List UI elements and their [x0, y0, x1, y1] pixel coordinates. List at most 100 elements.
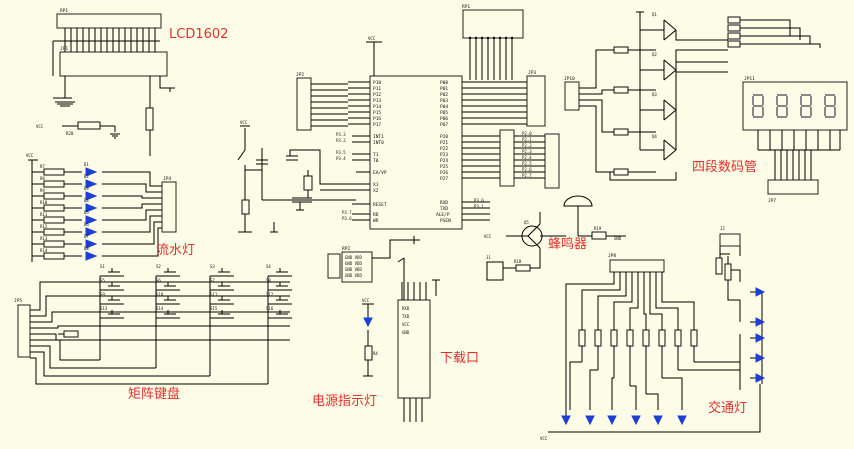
rp-top-ref: RP1	[462, 4, 470, 10]
svg-text:P16: P16	[373, 116, 381, 122]
svg-text:P3.6: P3.6	[342, 216, 352, 221]
power-led-label: 电源指示灯	[312, 394, 377, 409]
svg-text:P10: P10	[373, 80, 381, 86]
svg-text:WR: WR	[373, 218, 379, 224]
rp-top-body	[462, 9, 524, 39]
svg-text:P03: P03	[440, 98, 448, 104]
svg-text:D1: D1	[84, 162, 89, 167]
svg-text:S8: S8	[266, 278, 271, 283]
svg-text:P00: P00	[440, 80, 448, 86]
seven-seg-label: 四段数码管	[692, 160, 757, 175]
lcd-header-ref: JP1	[60, 46, 68, 52]
svg-text:P27: P27	[440, 176, 448, 182]
svg-text:EA/VP: EA/VP	[373, 170, 387, 176]
rp-top-block: RP1 JP3	[462, 4, 546, 127]
svg-text:R7: R7	[40, 164, 45, 169]
svg-text:INT0: INT0	[373, 140, 384, 146]
svg-text:P21: P21	[440, 140, 448, 146]
svg-text:P3.5: P3.5	[336, 150, 346, 155]
lcd-module-outline	[56, 13, 162, 29]
svg-text:TXD: TXD	[402, 314, 410, 319]
gnd-label: GND	[614, 236, 622, 241]
download-label: 下载口	[440, 351, 479, 366]
svg-text:P22: P22	[440, 146, 448, 152]
svg-text:P04: P04	[440, 104, 448, 110]
svg-text:D8: D8	[84, 246, 89, 251]
svg-text:VCC: VCC	[240, 120, 248, 125]
svg-text:S5: S5	[100, 278, 105, 283]
svg-text:R14: R14	[40, 248, 48, 253]
svg-text:P2.2: P2.2	[522, 143, 532, 148]
svg-text:RXD: RXD	[440, 200, 448, 206]
svg-text:VCC: VCC	[540, 436, 548, 441]
svg-text:S1: S1	[100, 264, 105, 269]
svg-text:R11: R11	[40, 212, 48, 217]
svg-text:P15: P15	[373, 110, 381, 116]
rp2-ref: RP2	[342, 246, 350, 252]
jp-p1-block: JP2	[296, 72, 348, 131]
svg-text:D3: D3	[84, 186, 89, 191]
jp-seg2-ref: JP11	[744, 76, 755, 82]
svg-text:T0: T0	[373, 158, 379, 164]
svg-text:D2: D2	[84, 174, 89, 179]
traffic-label: 交通灯	[708, 400, 747, 416]
svg-text:P25: P25	[440, 164, 448, 170]
svg-text:Q1: Q1	[652, 12, 657, 17]
svg-text:D6: D6	[84, 222, 89, 227]
svg-text:P2.0: P2.0	[522, 131, 532, 136]
reset-crystal-block: VCC	[237, 120, 356, 233]
svg-text:P23: P23	[440, 152, 448, 158]
svg-text:P2.7: P2.7	[522, 173, 532, 178]
svg-text:P2.1: P2.1	[522, 137, 532, 142]
svg-text:P3.7: P3.7	[342, 210, 352, 215]
svg-text:S2: S2	[156, 264, 161, 269]
svg-text:VCC: VCC	[484, 234, 492, 239]
svg-text:S16: S16	[266, 306, 274, 311]
svg-text:P05: P05	[440, 110, 448, 116]
svg-text:D4: D4	[84, 198, 89, 203]
svg-text:R8: R8	[40, 176, 45, 181]
seven-seg-digits	[752, 94, 836, 118]
svg-text:GND VDD: GND VDD	[345, 267, 362, 272]
svg-text:P3.4: P3.4	[336, 156, 346, 161]
svg-text:Q3: Q3	[652, 92, 657, 97]
power-led-block: VCC R4 电源指示灯	[312, 298, 378, 409]
svg-text:PSEN: PSEN	[440, 218, 451, 224]
svg-text:P13: P13	[373, 98, 381, 104]
svg-text:RD: RD	[373, 212, 379, 218]
jp-seg-ref: JP10	[564, 76, 575, 82]
svg-text:S13: S13	[100, 306, 108, 311]
svg-text:P07: P07	[440, 122, 448, 128]
j1-ref: J1	[486, 255, 491, 260]
svg-text:S6: S6	[156, 278, 161, 283]
svg-text:X2: X2	[373, 188, 379, 194]
svg-text:P26: P26	[440, 170, 448, 176]
svg-text:Q2: Q2	[652, 52, 657, 57]
jp-p0-ref: JP3	[528, 70, 536, 76]
power-resistor-ref: R4	[373, 351, 378, 356]
jp-led-ref: JP4	[163, 176, 171, 182]
svg-text:S15: S15	[210, 306, 218, 311]
jp-traffic-ref: JP8	[608, 253, 616, 259]
svg-text:S3: S3	[210, 264, 215, 269]
svg-text:P2.6: P2.6	[522, 167, 532, 172]
svg-text:P14: P14	[373, 104, 381, 110]
svg-text:TXD: TXD	[440, 206, 448, 212]
buzzer-block: VCC Q5 R19 蜂鸣器 J1 R18	[484, 195, 626, 281]
svg-text:ALE/P: ALE/P	[436, 212, 450, 218]
lcd-module-ref: RP1	[60, 8, 68, 14]
j2-ref: J2	[720, 226, 725, 231]
svg-text:P12: P12	[373, 92, 381, 98]
svg-text:VCC: VCC	[36, 124, 44, 129]
traffic-block: JP8 J2 VCC 交通灯	[540, 226, 766, 441]
svg-text:GND VDD: GND VDD	[345, 261, 362, 266]
svg-text:D5: D5	[84, 210, 89, 215]
svg-text:P17: P17	[373, 122, 381, 128]
svg-text:T1: T1	[373, 152, 379, 158]
